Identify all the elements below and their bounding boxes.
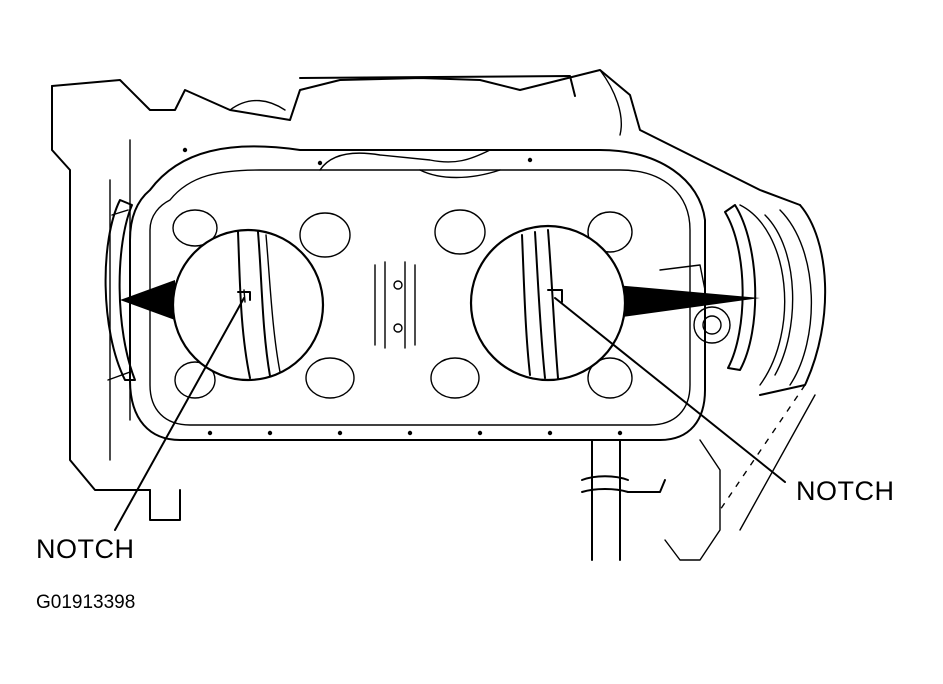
oil-pickup-pipe: [581, 439, 666, 561]
callout-leader-lines: [114, 297, 786, 531]
right-bearing-shell: [615, 204, 760, 371]
left-notch-label: NOTCH: [36, 534, 135, 564]
cylinder-bores: [172, 209, 633, 399]
rail-bolt-holes: [182, 147, 623, 436]
right-notch-label: NOTCH: [796, 476, 895, 506]
right-magnifier-circle: [469, 224, 627, 382]
left-magnifier-circle: [171, 228, 325, 382]
left-bearing-shell: [104, 199, 175, 381]
figure-id: G01913398: [36, 592, 136, 613]
